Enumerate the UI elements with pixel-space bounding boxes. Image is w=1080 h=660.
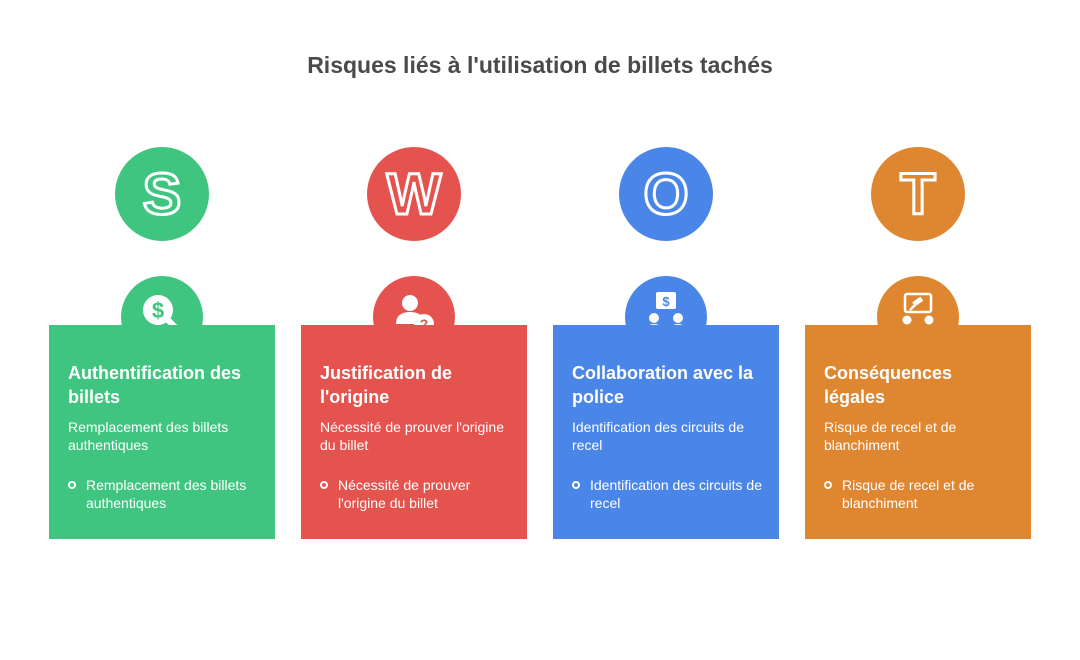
bullet-item: Nécessité de prouver l'origine du billet xyxy=(320,476,511,512)
bullet-circle-icon xyxy=(824,481,832,489)
card-consequences: Conséquences légales Risque de recel et … xyxy=(805,325,1031,539)
svg-text:$: $ xyxy=(662,294,670,309)
bullet-circle-icon xyxy=(320,481,328,489)
page-title: Risques liés à l'utilisation de billets … xyxy=(307,52,773,78)
card-heading: Collaboration avec la police xyxy=(572,363,754,407)
column-threats: T Conséquences légales Risque de recel e… xyxy=(805,0,1031,660)
column-weaknesses: W ? Justification de l'origine Nécessité… xyxy=(301,0,527,660)
card-heading: Authentification des billets xyxy=(68,363,242,407)
svg-text:$: $ xyxy=(152,298,164,323)
bullet-text: Nécessité de prouver l'origine du billet xyxy=(338,477,471,511)
bullet-item: Remplacement des billets authentiques xyxy=(68,476,259,512)
bullet-text: Remplacement des billets authentiques xyxy=(86,477,247,511)
letter-badge-s: S xyxy=(115,147,209,241)
letter-badge-t: T xyxy=(871,147,965,241)
svg-text:?: ? xyxy=(420,316,429,332)
letter-t: T xyxy=(900,162,935,227)
bullet-item: Risque de recel et de blanchiment xyxy=(824,476,1015,512)
letter-o: O xyxy=(643,162,688,227)
letter-w: W xyxy=(387,162,442,227)
bullet-text: Identification des circuits de recel xyxy=(590,477,762,511)
card-description: Risque de recel et de blanchiment xyxy=(824,419,957,453)
column-opportunities: O $ Collaboration avec la police Identif… xyxy=(553,0,779,660)
letter-badge-w: W xyxy=(367,147,461,241)
bullet-text: Risque de recel et de blanchiment xyxy=(842,477,975,511)
card-description: Nécessité de prouver l'origine du billet xyxy=(320,419,504,453)
bullet-circle-icon xyxy=(68,481,76,489)
card-authentification: Authentification des billets Remplacemen… xyxy=(49,325,275,539)
bullet-item: Identification des circuits de recel xyxy=(572,476,763,512)
bullet-circle-icon xyxy=(572,481,580,489)
card-collaboration: Collaboration avec la police Identificat… xyxy=(553,325,779,539)
column-strengths: S $ Authentification des billets Remplac… xyxy=(49,0,275,660)
card-description: Identification des circuits de recel xyxy=(572,419,744,453)
letter-s: S xyxy=(143,162,182,227)
card-heading: Justification de l'origine xyxy=(320,363,453,407)
card-heading: Conséquences légales xyxy=(824,363,953,407)
letter-badge-o: O xyxy=(619,147,713,241)
card-description: Remplacement des billets authentiques xyxy=(68,419,229,453)
card-justification: Justification de l'origine Nécessité de … xyxy=(301,325,527,539)
